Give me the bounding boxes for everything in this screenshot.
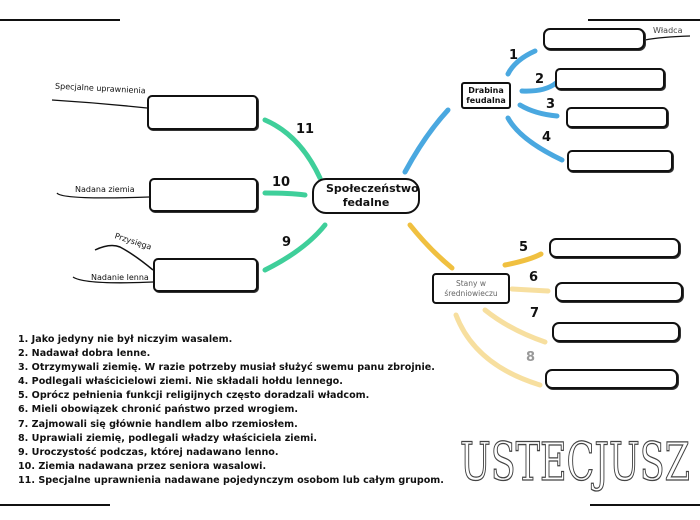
answer-box-2[interactable] xyxy=(555,68,665,90)
number-9: 9 xyxy=(282,235,292,250)
number-11: 11 xyxy=(296,122,315,137)
central-node-title: Społeczeństwo fedalne xyxy=(326,182,419,209)
estates-node: Stany w średniowieczu xyxy=(432,273,510,304)
number-5: 5 xyxy=(519,240,529,255)
list-item: 4. Podlegali właścicielowi ziemi. Nie sk… xyxy=(18,376,343,388)
answer-box-1[interactable] xyxy=(543,28,645,50)
answer-box-5[interactable] xyxy=(549,238,680,258)
list-item: 10. Ziemia nadawana przez seniora wasalo… xyxy=(18,460,267,472)
list-item: 9. Uroczystość podczas, której nadawano … xyxy=(18,446,279,458)
answer-box-4[interactable] xyxy=(567,150,673,172)
list-item: 1. Jako jedyny nie był niczyim wasalem. xyxy=(18,334,233,345)
list-item: 8. Uprawiali ziemię, podlegali władzy wł… xyxy=(18,432,318,444)
list-item: 2. Nadawał dobra lenne. xyxy=(18,348,151,360)
number-8: 8 xyxy=(526,350,536,365)
green-branches xyxy=(262,117,328,273)
hierarchy-node-title: Drabina feudalna xyxy=(466,85,506,105)
number-2: 2 xyxy=(535,72,545,87)
label-wladca: Władca xyxy=(653,26,683,35)
number-10: 10 xyxy=(272,175,291,190)
blue-branches xyxy=(402,48,565,175)
answer-box-11[interactable] xyxy=(147,95,258,130)
label-line xyxy=(94,244,154,271)
answer-box-8[interactable] xyxy=(545,369,678,389)
hierarchy-node: Drabina feudalna xyxy=(461,82,511,109)
definitions-list: 1. Jako jedyny nie był niczyim wasalem. … xyxy=(18,333,444,488)
number-7: 7 xyxy=(530,306,540,321)
answer-box-3[interactable] xyxy=(566,107,668,128)
estates-node-title: Stany w średniowieczu xyxy=(444,279,498,298)
answer-box-6[interactable] xyxy=(555,282,683,302)
list-item: 5. Oprócz pełnienia funkcji religijnych … xyxy=(18,390,370,402)
number-1: 1 xyxy=(509,48,519,63)
answer-box-10[interactable] xyxy=(149,178,258,212)
label-granted-land: Nadana ziemia xyxy=(75,185,135,194)
list-item: 11. Specjalne uprawnienia nadawane pojed… xyxy=(18,474,444,486)
answer-box-9[interactable] xyxy=(153,258,258,292)
list-item: 7. Zajmowali się głównie handlem albo rz… xyxy=(18,418,298,430)
label-line xyxy=(72,276,154,284)
label-fief-granting: Nadanie lenna xyxy=(91,273,149,282)
answer-box-7[interactable] xyxy=(552,322,680,342)
central-node: Społeczeństwo fedalne xyxy=(312,178,420,214)
list-item: 6. Mieli obowiązek chronić państwo przed… xyxy=(18,404,299,416)
label-line xyxy=(56,192,150,199)
list-item: 3. Otrzymywali ziemię. W razie potrzeby … xyxy=(18,362,435,374)
number-6: 6 xyxy=(529,270,539,285)
label-line xyxy=(644,35,691,41)
number-4: 4 xyxy=(542,130,552,145)
watermark-text: USTECJUSZ xyxy=(460,433,690,493)
yellow-branches xyxy=(407,222,551,388)
number-3: 3 xyxy=(546,97,556,112)
label-line xyxy=(51,99,148,109)
